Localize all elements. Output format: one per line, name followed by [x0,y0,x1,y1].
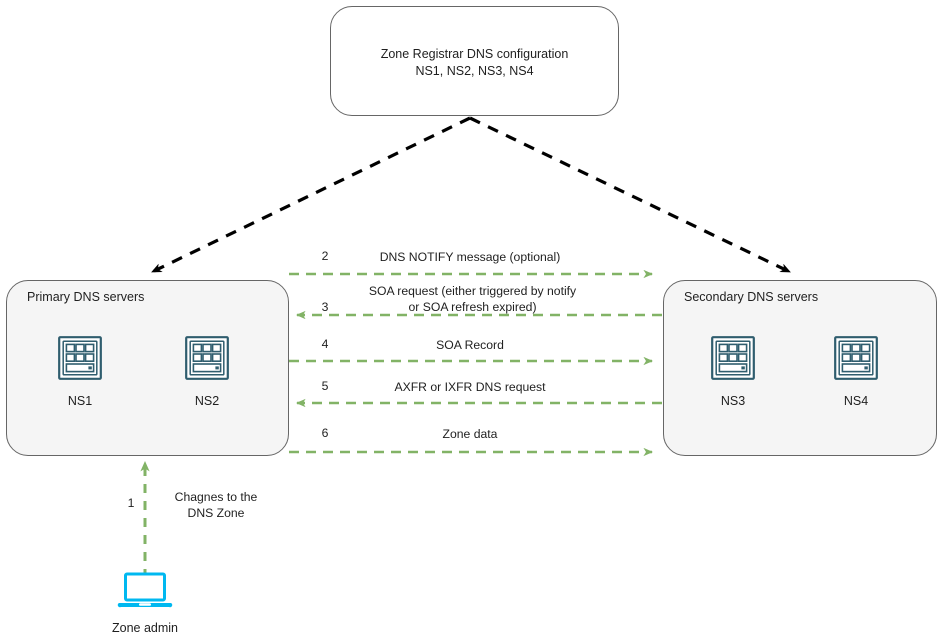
server-node-ns1[interactable]: NS1 [35,336,125,408]
flow-number-4: 4 [321,337,329,351]
server-icon [35,336,125,385]
secondary-dns-zone-title: Secondary DNS servers [684,290,819,304]
laptop-icon [117,572,173,614]
registrar-node-label: Zone Registrar DNS configuration NS1, NS… [380,47,569,78]
secondary-dns-zone[interactable]: Secondary DNS servers NS3 [663,280,937,456]
primary-dns-zone[interactable]: Primary DNS servers NS1 [6,280,289,456]
flow-label-1: Chagnes to the DNS Zone [174,490,258,520]
flow-number-1: 1 [127,496,135,510]
flow-label-3: SOA request (either triggered by notify … [368,284,577,314]
flow-number-5: 5 [321,379,329,393]
flow-number-2: 2 [321,249,329,263]
zone-admin-label: Zone admin [111,621,178,632]
server-label: NS3 [720,394,746,408]
flow-label-2: DNS NOTIFY message (optional) [379,250,561,264]
flow-number-3: 3 [321,300,329,314]
flow-label-6: Zone data [442,427,498,441]
primary-dns-zone-title: Primary DNS servers [27,290,145,304]
server-icon [688,336,778,385]
server-node-ns4[interactable]: NS4 [811,336,901,408]
server-node-ns2[interactable]: NS2 [162,336,252,408]
server-label: NS1 [67,394,93,408]
server-node-ns3[interactable]: NS3 [688,336,778,408]
flow-number-6: 6 [321,426,329,440]
flow-label-5: AXFR or IXFR DNS request [394,380,546,394]
flow-label-4: SOA Record [436,338,504,352]
zone-admin-node[interactable]: Zone admin [100,572,190,632]
server-label: NS4 [843,394,869,408]
server-icon [811,336,901,385]
server-label: NS2 [194,394,220,408]
registrar-node[interactable]: Zone Registrar DNS configuration NS1, NS… [330,6,619,116]
server-icon [162,336,252,385]
